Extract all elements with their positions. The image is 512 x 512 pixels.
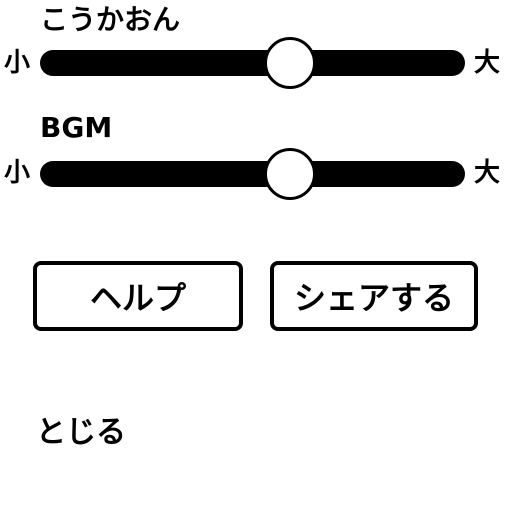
- bgm-label: BGM: [40, 111, 113, 144]
- bgm-max-label: 大: [474, 158, 501, 188]
- bgm-slider-track[interactable]: [40, 161, 465, 187]
- help-button-label: ヘルプ: [89, 279, 186, 317]
- sound-effect-min-label: 小: [4, 48, 31, 78]
- sound-effect-slider-knob[interactable]: [263, 37, 316, 89]
- share-button[interactable]: シェアする: [270, 261, 478, 331]
- sound-effect-slider-track[interactable]: [40, 50, 465, 76]
- help-button[interactable]: ヘルプ: [33, 261, 243, 331]
- bgm-slider-knob[interactable]: [263, 148, 316, 200]
- share-button-label: シェアする: [293, 279, 454, 317]
- sound-effect-max-label: 大: [474, 48, 501, 78]
- bgm-min-label: 小: [4, 158, 31, 188]
- close-button[interactable]: とじる: [36, 415, 126, 450]
- sound-effect-label: こうかおん: [40, 3, 181, 36]
